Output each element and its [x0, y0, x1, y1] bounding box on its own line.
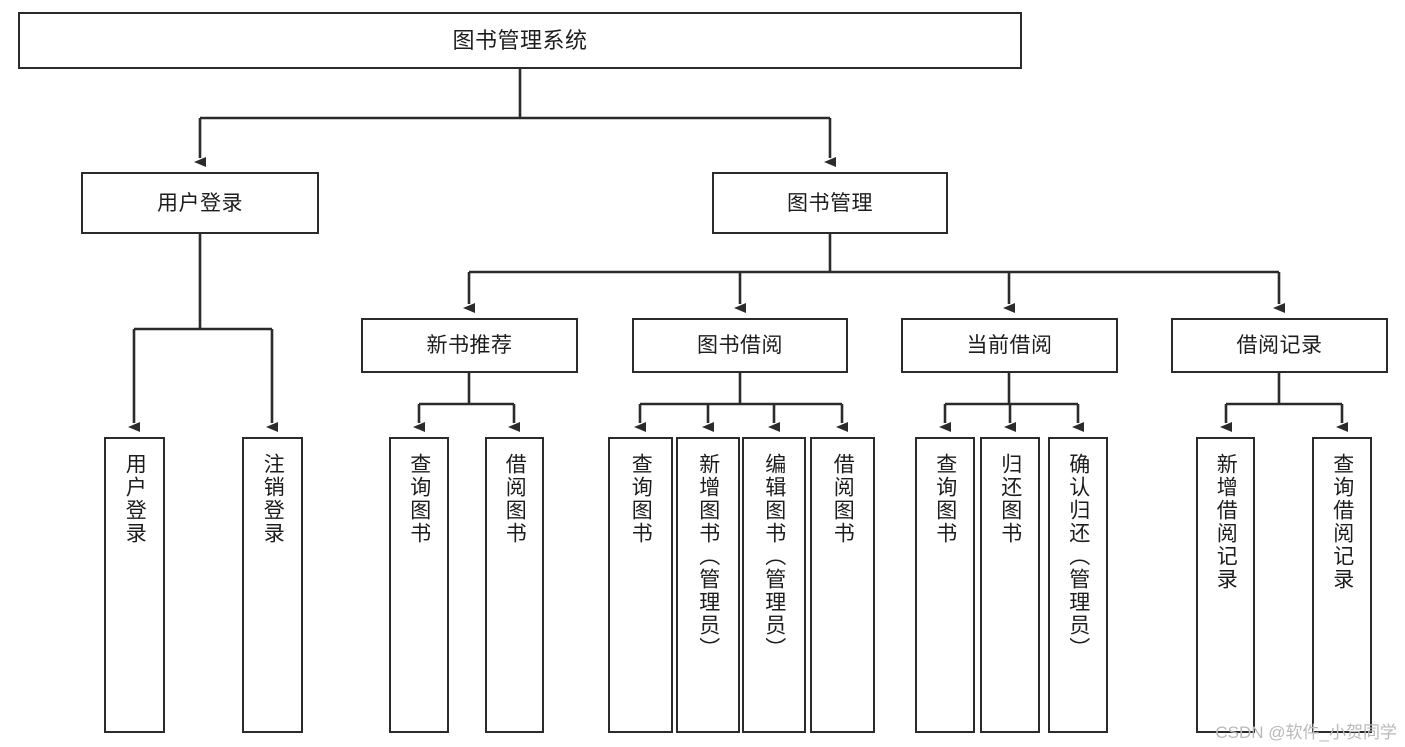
node-leaf-borrow-book-2[interactable]: 借阅图书 — [810, 437, 875, 733]
node-leaf-user-login[interactable]: 用户登录 — [104, 437, 165, 733]
node-leaf-add-book-label: 新增图书（管理员） — [696, 453, 720, 660]
node-leaf-return-book-label: 归还图书 — [998, 453, 1022, 545]
node-leaf-borrow-book-2-label: 借阅图书 — [831, 453, 855, 545]
node-leaf-query-book-2-label: 查询图书 — [629, 453, 653, 545]
node-leaf-confirm-return-label: 确认归还（管理员） — [1066, 453, 1090, 660]
node-borrow-record-label: 借阅记录 — [1236, 334, 1323, 357]
node-current-borrow-label: 当前借阅 — [966, 334, 1053, 357]
node-book-manage-label: 图书管理 — [787, 191, 873, 215]
node-leaf-query-book-1[interactable]: 查询图书 — [389, 437, 449, 733]
node-leaf-query-record[interactable]: 查询借阅记录 — [1312, 437, 1372, 733]
node-leaf-edit-book-label: 编辑图书（管理员） — [762, 453, 786, 660]
node-leaf-user-logout-label: 注销登录 — [261, 453, 285, 545]
node-book-borrow-label: 图书借阅 — [697, 334, 783, 357]
node-leaf-return-book[interactable]: 归还图书 — [980, 437, 1040, 733]
node-leaf-add-record[interactable]: 新增借阅记录 — [1196, 437, 1255, 733]
node-book-manage[interactable]: 图书管理 — [712, 172, 948, 234]
node-new-book-recommend-label: 新书推荐 — [426, 334, 513, 357]
node-leaf-borrow-book-1[interactable]: 借阅图书 — [485, 437, 544, 733]
node-leaf-query-book-3-label: 查询图书 — [933, 453, 957, 545]
node-new-book-recommend[interactable]: 新书推荐 — [361, 318, 578, 373]
node-book-borrow[interactable]: 图书借阅 — [632, 318, 848, 373]
node-user-login[interactable]: 用户登录 — [81, 172, 319, 234]
node-leaf-query-book-2[interactable]: 查询图书 — [608, 437, 673, 733]
node-leaf-add-book[interactable]: 新增图书（管理员） — [676, 437, 740, 733]
node-root[interactable]: 图书管理系统 — [18, 12, 1022, 69]
node-leaf-query-book-3[interactable]: 查询图书 — [915, 437, 975, 733]
node-leaf-confirm-return[interactable]: 确认归还（管理员） — [1048, 437, 1108, 733]
node-leaf-borrow-book-1-label: 借阅图书 — [503, 453, 527, 545]
node-borrow-record[interactable]: 借阅记录 — [1171, 318, 1388, 373]
node-leaf-query-record-label: 查询借阅记录 — [1330, 453, 1354, 591]
node-root-label: 图书管理系统 — [452, 27, 588, 53]
node-current-borrow[interactable]: 当前借阅 — [901, 318, 1118, 373]
csdn-watermark: CSDN @软件_小贺同学 — [1215, 723, 1397, 742]
node-leaf-add-record-label: 新增借阅记录 — [1214, 453, 1238, 591]
node-leaf-edit-book[interactable]: 编辑图书（管理员） — [742, 437, 806, 733]
node-leaf-user-logout[interactable]: 注销登录 — [242, 437, 303, 733]
node-leaf-query-book-1-label: 查询图书 — [407, 453, 431, 545]
node-leaf-user-login-label: 用户登录 — [123, 453, 147, 545]
node-user-login-label: 用户登录 — [157, 191, 243, 215]
